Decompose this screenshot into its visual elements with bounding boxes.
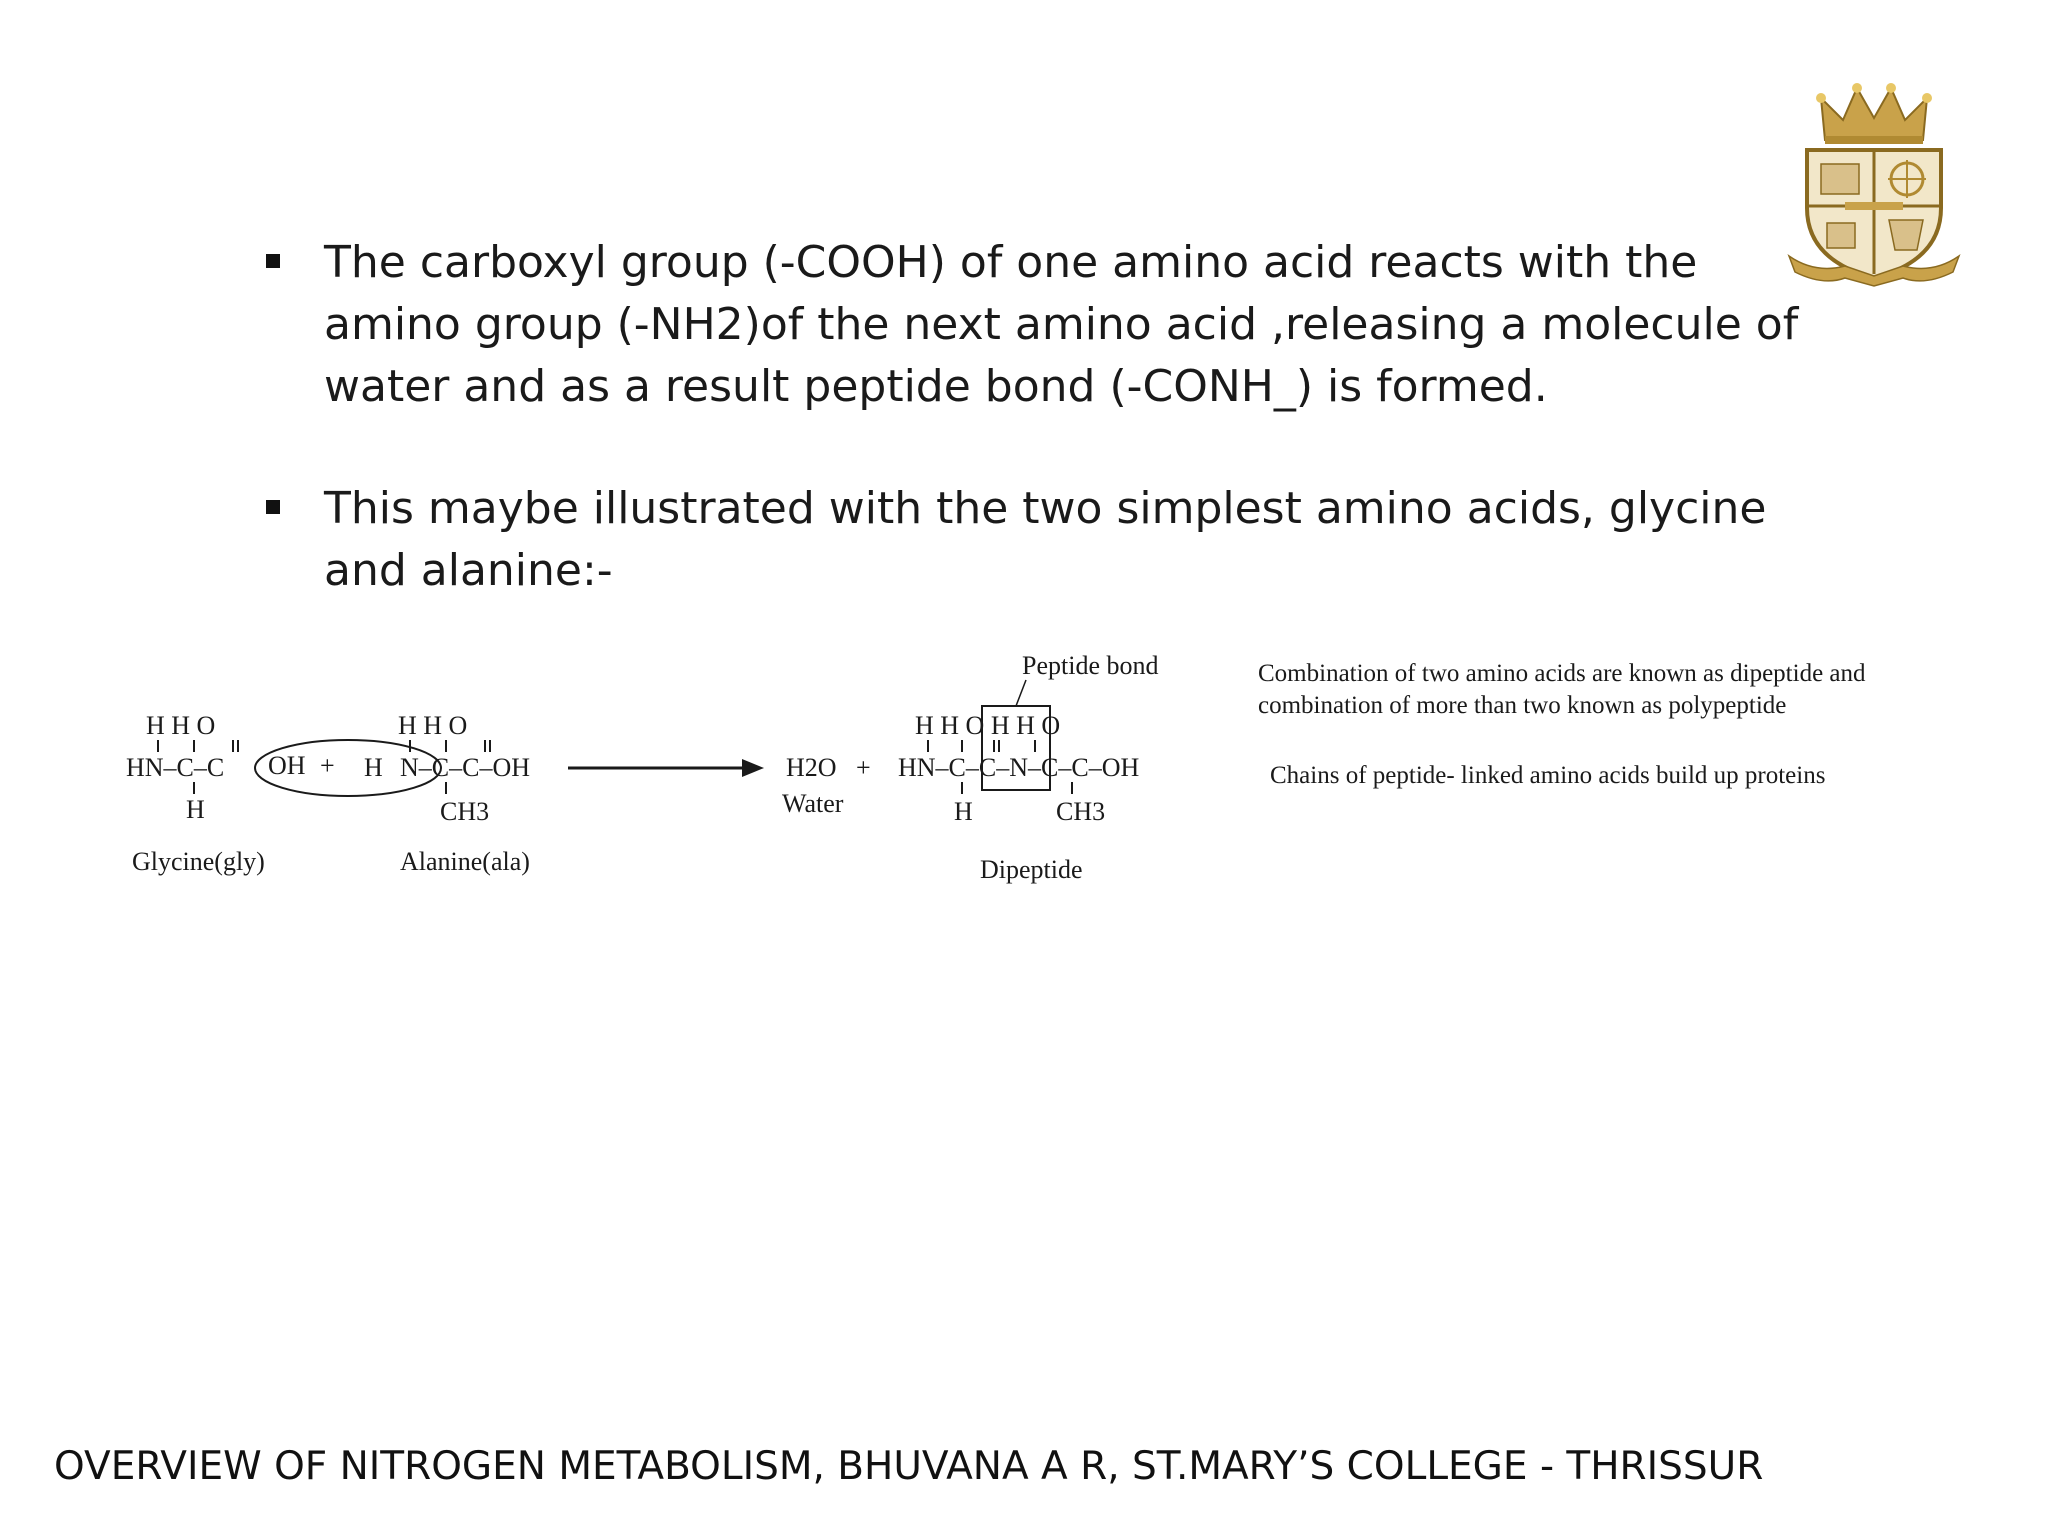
- peptide-bond-label: Peptide bond: [1022, 651, 1159, 680]
- water-elimination-ellipse: [254, 739, 442, 797]
- glycine-bottom-atom: H: [186, 795, 205, 824]
- water-product: H2O + Water: [782, 753, 871, 818]
- alanine-hydrogen: H: [364, 753, 383, 782]
- dipeptide-side-chain: CH3: [1056, 797, 1105, 826]
- college-crest-logo: [1787, 83, 1961, 287]
- glycine-backbone: HN–C–C: [126, 753, 224, 782]
- water-formula: H2O: [786, 753, 837, 782]
- glycine-label: Glycine(gly): [132, 847, 265, 876]
- bullet-square-icon: [266, 254, 280, 268]
- bullet-text: This maybe illustrated with the two simp…: [324, 483, 1767, 596]
- dipeptide-label: Dipeptide: [980, 855, 1083, 884]
- bullet-list: The carboxyl group (-COOH) of one amino …: [262, 232, 1822, 602]
- alanine-backbone: N–C–C–OH: [400, 753, 530, 782]
- bullet-item: The carboxyl group (-COOH) of one amino …: [262, 232, 1822, 418]
- side-note-definition: Combination of two amino acids are known…: [1258, 660, 1866, 719]
- dipeptide-backbone: HN–C–C–N–C–C–OH: [898, 753, 1139, 782]
- plus-sign: +: [320, 751, 335, 780]
- water-plus-sign: +: [856, 753, 871, 782]
- side-note-proteins: Chains of peptide- linked amino acids bu…: [1270, 762, 1826, 789]
- shield-icon: [1805, 148, 1943, 281]
- water-label: Water: [782, 789, 844, 818]
- glycine-hydroxyl: OH: [268, 751, 306, 780]
- bullet-item: This maybe illustrated with the two simp…: [262, 478, 1822, 602]
- bullet-square-icon: [266, 500, 280, 514]
- side-note: Combination of two amino acids are known…: [1258, 658, 1958, 792]
- dipeptide-top-atoms: H H O H H O: [915, 711, 1060, 740]
- peptide-bond-pointer: [1015, 679, 1027, 707]
- crest-scroll-icon: [1787, 254, 1961, 287]
- bullet-text: The carboxyl group (-COOH) of one amino …: [324, 237, 1799, 412]
- glycine-top-atoms: H H O: [146, 711, 215, 740]
- alanine-top-atoms: H H O: [398, 711, 467, 740]
- crown-icon: [1816, 83, 1932, 144]
- dipeptide-structure: H H O H H O HN–C–C–N–C–C–OH H CH3 Peptid…: [898, 651, 1159, 884]
- glycine-structure: H H O HN–C–C OH H Glycine(gly): [126, 711, 306, 876]
- alanine-label: Alanine(ala): [400, 847, 530, 876]
- alanine-side-chain: CH3: [440, 797, 489, 826]
- peptide-bond-reaction-diagram: H H O HN–C–C OH H Glycine(gly) + H H O H…: [126, 651, 1159, 884]
- dipeptide-bottom-left: H: [954, 797, 973, 826]
- slide-footer: OVERVIEW OF NITROGEN METABOLISM, BHUVANA…: [54, 1444, 1764, 1489]
- reaction-arrow-icon: [568, 759, 764, 777]
- alanine-structure: H H O H N–C–C–OH CH3 Alanine(ala): [364, 711, 530, 876]
